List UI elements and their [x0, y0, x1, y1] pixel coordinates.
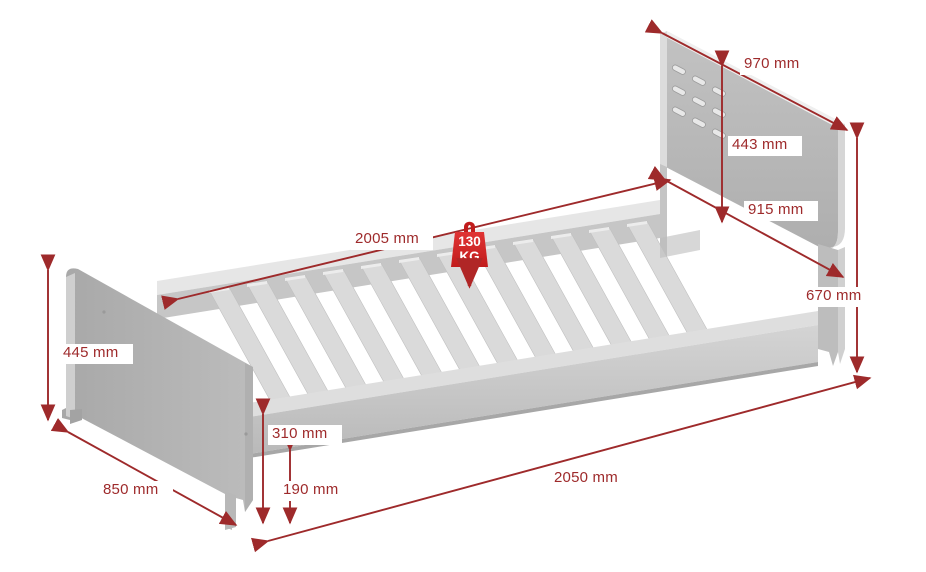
badge-line-1: 130: [458, 234, 481, 249]
dim-label-headboard-panel-height: 443 mm: [732, 136, 787, 153]
load-capacity-badge: 130 KG: [451, 221, 488, 289]
label-bg: [351, 230, 433, 250]
badge-line-2: KG: [459, 249, 479, 264]
dim-label-footboard-height: 445 mm: [63, 344, 118, 361]
label-bg: [59, 344, 133, 364]
label-bg: [279, 481, 353, 501]
footboard-right-post: [245, 363, 253, 512]
dimline-overall-length: [251, 374, 872, 553]
badge-handle-icon: [464, 221, 475, 233]
dim-label-mattress-length: 2005 mm: [355, 230, 419, 247]
label-bg: [99, 481, 173, 501]
label-bg: [550, 469, 632, 489]
dimension-labels: 970 mm 443 mm 915 mm 2005 mm 670 mm 445 …: [59, 55, 876, 501]
dimline-overall-width: [50, 417, 238, 526]
label-bg: [728, 136, 802, 156]
dim-label-headboard-total-height: 915 mm: [748, 201, 803, 218]
dimension-annotations: [40, 19, 872, 553]
dim-label-overall-width: 850 mm: [103, 481, 158, 498]
label-bg: [744, 201, 818, 221]
dim-label-overall-height-right: 670 mm: [806, 287, 861, 304]
label-bg: [268, 425, 342, 445]
dim-label-overall-length: 2050 mm: [554, 469, 618, 486]
dim-label-headboard-width: 970 mm: [744, 55, 799, 72]
fitting-hole: [244, 432, 248, 436]
dimline-headboard-width: [644, 19, 849, 131]
fitting-hole: [102, 310, 106, 314]
bed-frame-illustration: [62, 31, 845, 530]
footboard-left-foot: [70, 409, 82, 424]
label-bg: [740, 55, 814, 75]
dimline-headboard-total-height: [647, 166, 845, 278]
label-bg: [802, 287, 876, 307]
dim-label-underbed-clearance: 190 mm: [283, 481, 338, 498]
dim-label-slat-base-height: 310 mm: [272, 425, 327, 442]
